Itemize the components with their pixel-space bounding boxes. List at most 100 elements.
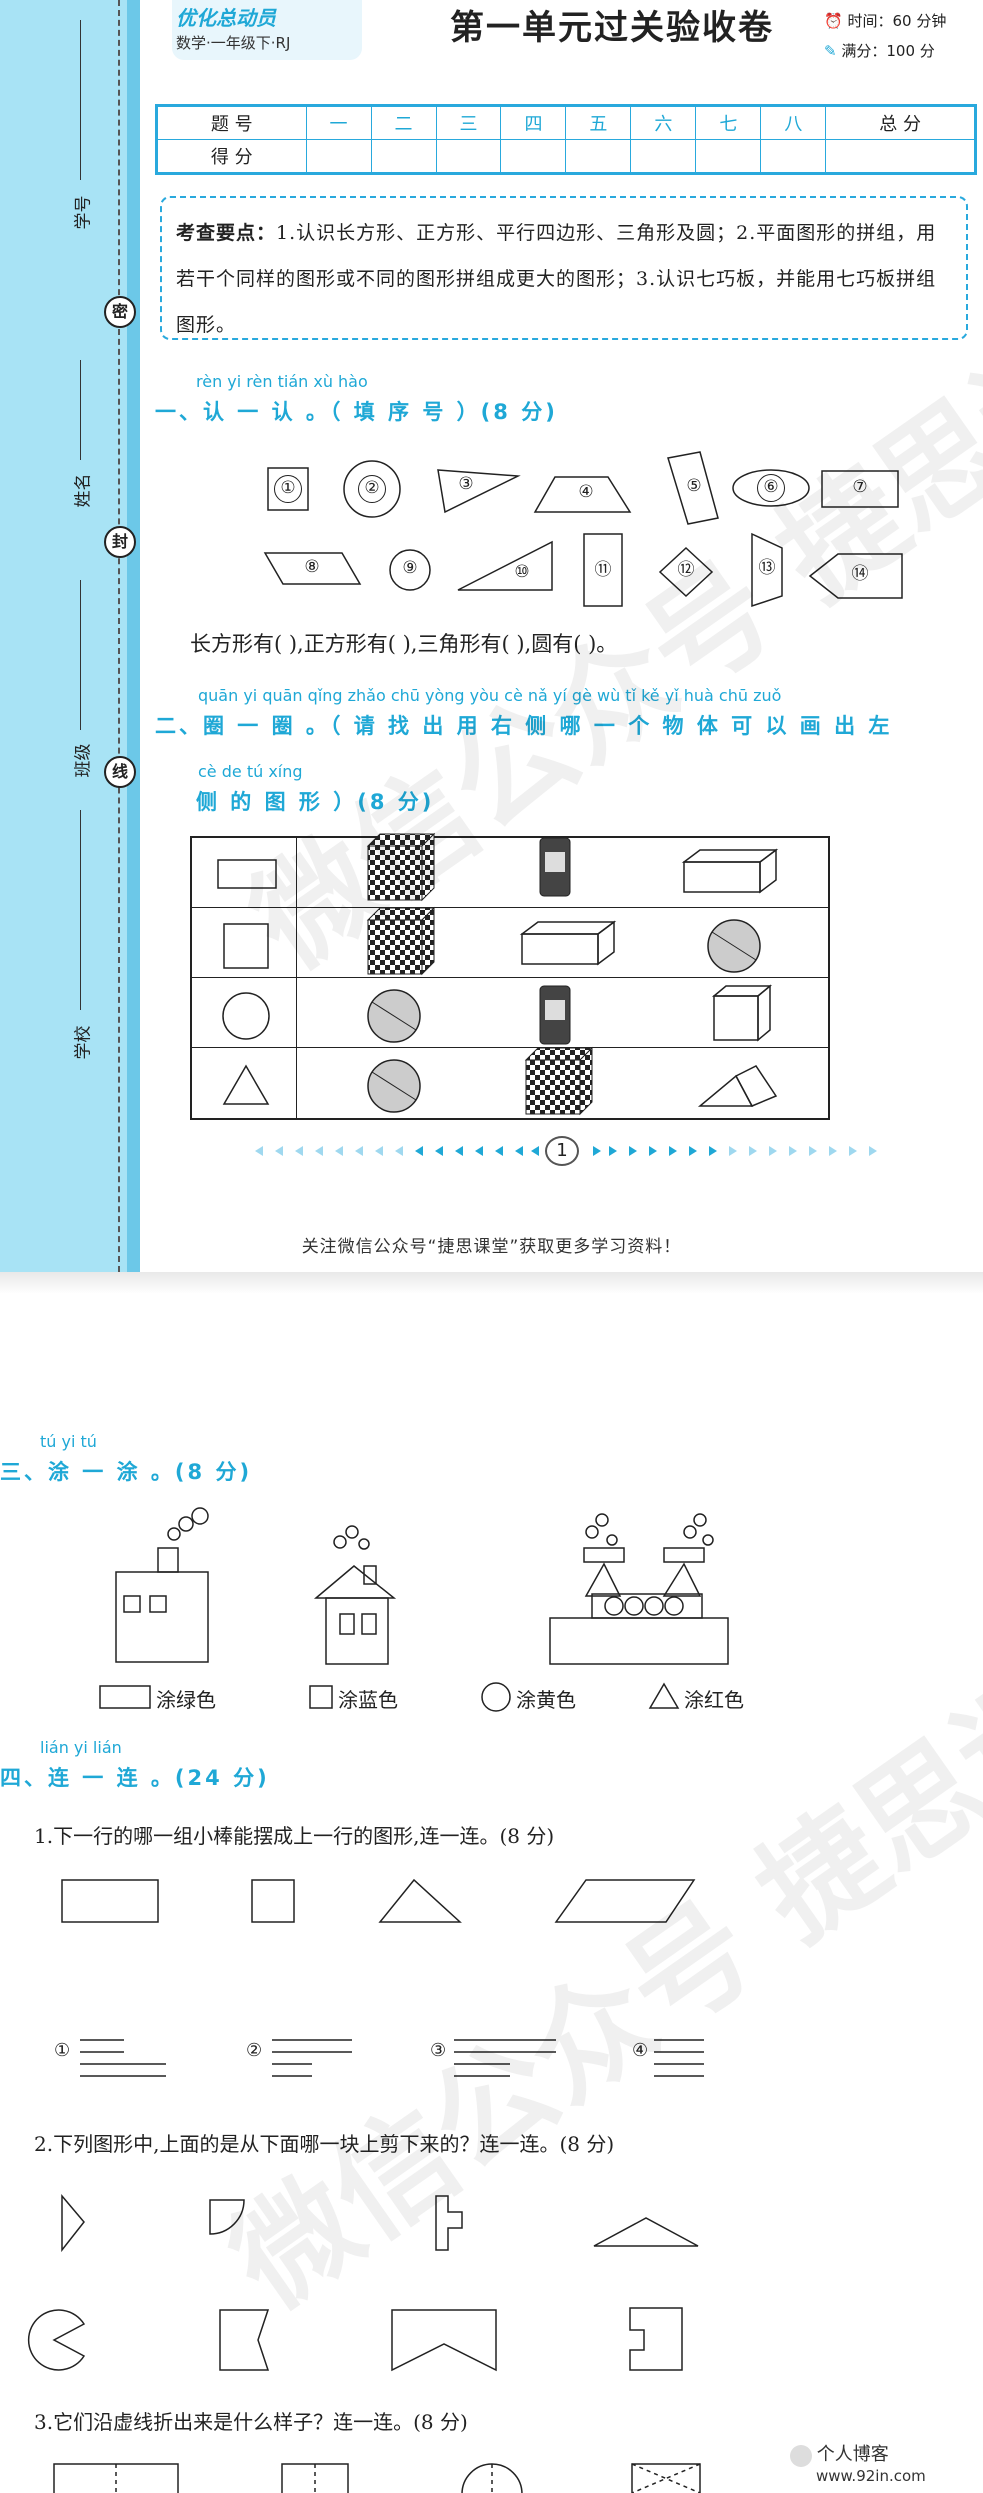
name-line xyxy=(80,360,81,460)
rubiks-cube-icon xyxy=(366,906,436,976)
box-icon xyxy=(519,920,617,966)
key-points-label: 考查要点： xyxy=(176,222,277,244)
section2-title-2: 侧 的 图 形 ）(8 分) xyxy=(196,790,435,814)
shape-number: ⑧ xyxy=(304,557,320,577)
grid-row xyxy=(192,978,828,1048)
score-cell[interactable] xyxy=(760,139,827,174)
time-info: ⏰ 时间：60 分钟 xyxy=(824,10,946,31)
score-cell[interactable] xyxy=(500,139,567,174)
score-cell[interactable] xyxy=(825,139,976,174)
cut-piece-triangle xyxy=(61,2193,85,2253)
shape-7-rectangle xyxy=(821,470,899,508)
section1-shapes xyxy=(263,451,903,608)
legend-red: 涂红色 xyxy=(684,1688,744,1712)
ball-icon xyxy=(707,919,761,973)
clock-icon: ⏰ xyxy=(824,12,843,30)
score-cell[interactable] xyxy=(305,139,372,174)
prism-icon xyxy=(697,1065,778,1107)
cut-line xyxy=(118,0,120,1272)
question-1: 1.下一行的哪一组小棒能摆成上一行的图形,连一连。(8 分) xyxy=(34,1824,555,1848)
seal-xian: 线 xyxy=(104,756,136,788)
stick-group-3 xyxy=(454,2039,556,2077)
binding-sidebar: 学号 密 姓名 封 班级 线 学校 xyxy=(0,0,140,1272)
sheet-notched-square xyxy=(219,2309,270,2371)
legend-green: 涂绿色 xyxy=(156,1688,216,1712)
sheet-notched-rectangle xyxy=(391,2309,497,2372)
house-drawing xyxy=(115,1507,209,1663)
score-info: ✎ 满分：100 分 xyxy=(824,40,935,61)
school-line xyxy=(80,810,81,1010)
brand-badge: 优化总动员 数学·一年级下·RJ xyxy=(172,0,362,60)
sheet-pacman-circle xyxy=(27,2309,86,2371)
cube-icon xyxy=(711,984,773,1042)
shape-13-trapezoid xyxy=(751,532,783,608)
pager-arrows xyxy=(255,1146,877,1156)
score-header-cell: 二 xyxy=(370,105,437,140)
page-indicator: 1 xyxy=(245,1134,880,1168)
legend-triangle xyxy=(648,1682,680,1709)
fold-square-diagonal xyxy=(631,2463,701,2493)
score-cell[interactable] xyxy=(630,139,697,174)
score-cell[interactable] xyxy=(435,139,502,174)
score-header-cell: 一 xyxy=(305,105,372,140)
shape-number: ⑫ xyxy=(677,560,695,580)
key-points-text: 1.认识长方形、正方形、平行四边形、三角形及圆；2.平面图形的拼组，用若干个同样… xyxy=(176,222,937,336)
question-2: 2.下列图形中,上面的是从下面哪一块上剪下来的？连一连。(8 分) xyxy=(34,2132,615,2156)
shape-number: ⑭ xyxy=(851,564,869,584)
shape-8-parallelogram xyxy=(263,552,362,585)
legend-yellow: 涂黄色 xyxy=(516,1688,576,1712)
shape-5-rectangle xyxy=(667,451,719,525)
circle-object-grid xyxy=(190,836,830,1120)
shape-10-triangle xyxy=(457,540,553,591)
score-cell[interactable] xyxy=(370,139,437,174)
cut-piece-flat-triangle xyxy=(593,2217,699,2247)
shape-number: ⑥ xyxy=(757,474,785,502)
section3-pinyin: tú yi tú xyxy=(40,1432,97,1451)
can-icon xyxy=(539,837,571,897)
stick-option-2: ② xyxy=(246,2040,263,2061)
seal-feng: 封 xyxy=(104,526,136,558)
shape-number: ① xyxy=(274,475,302,503)
legend-blue: 涂蓝色 xyxy=(338,1688,398,1712)
target-rectangle xyxy=(217,859,277,889)
cut-piece-quarter-circle xyxy=(209,2199,245,2235)
section4-pinyin: lián yi lián xyxy=(40,1738,122,1757)
shape-number: ⑬ xyxy=(758,558,776,578)
score-table: 题 号 一 二 三 四 五 六 七 八 总 分 得 分 xyxy=(155,104,977,175)
blog-line-1: 个人博客 xyxy=(816,2444,889,2465)
sheet-cut-rectangle xyxy=(629,2307,683,2371)
shape-number: ⑦ xyxy=(852,477,868,497)
section1-answer-line[interactable]: 长方形有( ),正方形有( ),三角形有( ),圆有( )。 xyxy=(190,632,618,656)
shape-number: ⑨ xyxy=(402,558,418,578)
page-separator xyxy=(0,1272,983,1294)
blog-line-2: www.92in.com xyxy=(816,2466,926,2485)
shape-9-circle xyxy=(389,549,431,591)
rubiks-cube-icon xyxy=(524,1046,594,1116)
score-row-label: 得 分 xyxy=(156,139,307,174)
question-3: 3.它们沿虚线折出来是什么样子？连一连。(8 分) xyxy=(34,2410,468,2434)
target-triangle xyxy=(378,1878,462,1923)
rubiks-cube-icon xyxy=(366,832,436,902)
score-cell[interactable] xyxy=(565,139,632,174)
shape-number: ③ xyxy=(458,474,474,494)
section2-pinyin-1: quān yi quān qǐng zhǎo chū yòng yòu cè n… xyxy=(198,686,782,705)
footer-note: 关注微信公众号“捷思课堂”获取更多学习资料！ xyxy=(301,1237,682,1257)
student-number-line xyxy=(80,20,81,180)
full-score-text: 满分：100 分 xyxy=(841,42,935,60)
section1-pinyin: rèn yi rèn tián xù hào xyxy=(196,372,368,391)
shape-number: ⑩ xyxy=(514,562,530,582)
shape-2-circle xyxy=(343,460,401,518)
seal-mi: 密 xyxy=(104,296,136,328)
blog-watermark: 个人博客 www.92in.com xyxy=(790,2440,926,2485)
brand-logo: 优化总动员 xyxy=(176,6,276,30)
score-header-cell: 四 xyxy=(500,105,567,140)
ship-drawing xyxy=(549,1513,729,1665)
section3-title: 三、涂 一 涂 。(8 分) xyxy=(0,1460,253,1484)
target-parallelogram xyxy=(554,1879,696,1923)
stick-group-2 xyxy=(272,2039,352,2077)
pencil-icon: ✎ xyxy=(824,42,837,60)
ball-icon xyxy=(367,989,421,1043)
